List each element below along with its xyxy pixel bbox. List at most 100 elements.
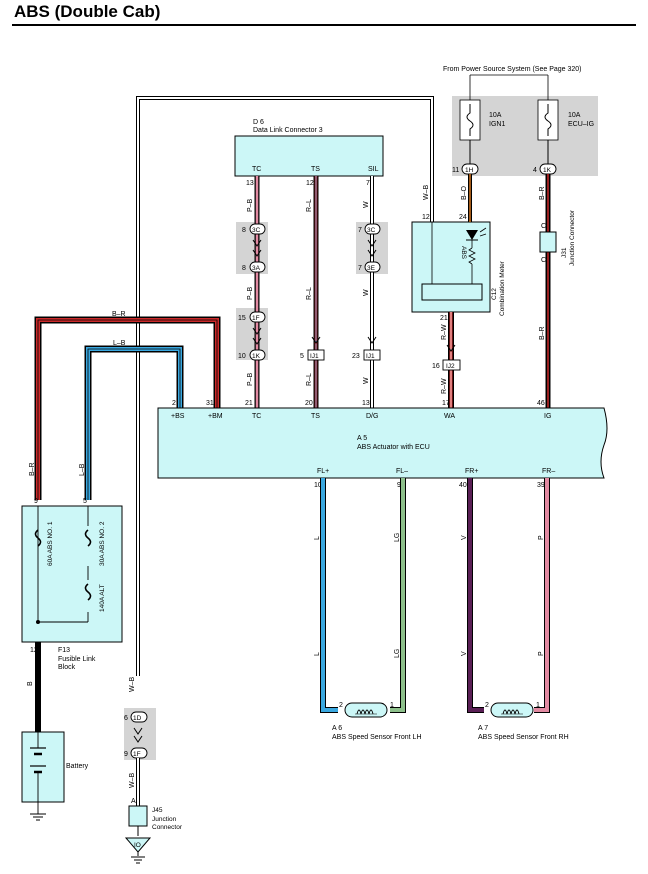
wire-wa-label-low: R–W	[441, 378, 448, 394]
connector-sil-ij1: IJ1 23	[352, 349, 381, 361]
abs-lamp-icon	[466, 227, 487, 284]
actuator-pin-frm-num: 39	[537, 482, 545, 489]
wire-fr-minus	[534, 478, 550, 713]
actuator-pin-flp-num: 10	[314, 482, 322, 489]
wire-wa-label-mid: R–W	[441, 324, 448, 340]
dlc-pin-sil-num: 7	[366, 180, 370, 187]
j45-id: J45	[152, 807, 163, 814]
page-title: ABS (Double Cab)	[14, 2, 161, 21]
wire-bs	[84, 345, 184, 500]
actuator-pin-wa-label: WA	[444, 413, 455, 420]
fuse-60a-icon	[34, 529, 42, 547]
wire-sil-label-top: W	[363, 201, 370, 208]
wire-tc-label-low: P–B	[247, 372, 254, 386]
fuse-ecuig-rating: 10A	[568, 112, 581, 119]
fusible-pin-right: 5	[83, 498, 87, 505]
wire-sil-label-mid: W	[363, 289, 370, 296]
wire-ig-label-top: B–R	[539, 186, 546, 200]
connector-sil-ij1-label: IJ1	[366, 353, 375, 360]
actuator-pin-tc-label: TC	[252, 413, 261, 420]
j31-c-lower: C	[541, 257, 546, 264]
connector-tc-3c: 3C 8	[242, 223, 266, 235]
actuator-pin-bs-num: 2	[172, 400, 176, 407]
fuse-140a-icon	[84, 583, 92, 601]
actuator-box	[157, 407, 608, 479]
connector-1k-ig-pin: 4	[533, 167, 537, 174]
fuse-60a-label: 60A ABS NO. 1	[47, 521, 54, 566]
actuator-pin-frp-num: 40	[459, 482, 467, 489]
actuator-pin-ig-label: IG	[544, 413, 551, 420]
connector-ts-ij1-pin: 5	[300, 353, 304, 360]
dlc-pin-sil-label: SIL	[368, 166, 379, 173]
sil-arrow	[367, 336, 377, 344]
connector-gnd-1d-label: 1D	[133, 715, 142, 722]
actuator-pin-bm-num: 31	[206, 400, 214, 407]
fusible-name: Fusible Link	[58, 656, 96, 663]
j45-pin: A	[131, 798, 136, 805]
meter-name: Combination Meter	[499, 260, 506, 316]
connector-wa-ij2-pin: 16	[432, 363, 440, 370]
wire-fusible-left-label: B–R	[29, 462, 36, 476]
connector-tc-1k-pin: 10	[238, 353, 246, 360]
j31-name: Junction Connector	[569, 209, 576, 266]
dlc-pin-tc-label: TC	[252, 166, 261, 173]
connector-sil-3c: 3C 7	[358, 223, 381, 235]
battery-icon	[30, 732, 46, 814]
ground-io-icon	[124, 837, 152, 864]
sensor-rh-id: A 7	[478, 725, 488, 732]
actuator-name: ABS Actuator with ECU	[357, 444, 430, 451]
fuse-ecuig-name: ECU–IG	[568, 121, 594, 128]
actuator-pin-bs-label: +BS	[171, 413, 185, 420]
connector-1h: 1H 11	[452, 163, 479, 175]
dlc-pin-ts-label: TS	[311, 166, 320, 173]
connector-tc-1f: 1F 15	[238, 311, 266, 323]
dlc-name: Data Link Connector 3	[253, 127, 323, 134]
connector-tc-3a-label: 3A	[252, 265, 261, 272]
connector-sil-3c-pin: 7	[358, 227, 362, 234]
j45-name-cont: Connector	[152, 824, 183, 831]
connector-gnd-1d-pin: 6	[124, 715, 128, 722]
j45-name: Junction	[152, 816, 177, 823]
ground-id: IO	[134, 842, 141, 849]
connector-gnd-chevrons	[133, 727, 143, 743]
connector-1h-pin: 11	[452, 167, 459, 174]
actuator-pin-wa-num: 17	[442, 400, 450, 407]
connector-1h-label: 1H	[465, 167, 474, 174]
connector-sil-3c-label: 3C	[367, 227, 376, 234]
fusible-pin-bottom: 12	[30, 647, 38, 654]
wire-fl-minus	[390, 478, 406, 713]
battery-ground-icon	[30, 813, 46, 821]
connector-tc-3a-pin: 8	[242, 265, 246, 272]
sensor-rh-pin1: 1	[536, 702, 540, 709]
fuse-ecu-ig: 10A ECU–IG	[537, 99, 594, 141]
wire-ts-label-top: R–L	[306, 199, 313, 212]
battery-label: Battery	[66, 763, 89, 770]
actuator-pin-flm-label: FL–	[396, 468, 408, 475]
wire-wb-top-label: W–B	[423, 185, 430, 201]
sensor-lh-name: ABS Speed Sensor Front LH	[332, 734, 422, 741]
wire-frp-label-top: V	[461, 535, 468, 540]
fusible-internal	[37, 506, 89, 623]
wire-wb-loop	[136, 96, 434, 676]
meter-abs-pin: 24	[459, 214, 467, 221]
wire-ground-upper-label: W–B	[129, 677, 136, 693]
connector-ts-ij1: IJ1 5	[300, 349, 325, 361]
sensor-rh-pin2: 2	[485, 702, 489, 709]
wire-bo-label: B–O	[461, 185, 468, 200]
wire-frm-label-low: P	[538, 651, 545, 656]
actuator-pin-frm-label: FR–	[542, 468, 555, 475]
meter-id: C12	[491, 288, 498, 300]
dlc-box	[234, 135, 384, 177]
connector-tc-chevrons-2	[252, 327, 262, 345]
wire-bm	[34, 316, 221, 500]
actuator-pin-flp-label: FL+	[317, 468, 329, 475]
wire-wb-pin: 12	[422, 214, 430, 221]
sensor-lh-pin2: 2	[339, 702, 343, 709]
fuse-30a-icon	[84, 529, 92, 547]
connector-sil-chevrons	[367, 239, 377, 257]
connector-tc-chevrons-1	[252, 239, 262, 257]
connector-sil-ij1-pin: 23	[352, 353, 360, 360]
actuator-pin-dg-num: 13	[362, 400, 370, 407]
fusible-name-cont: Block	[58, 664, 76, 671]
fuse-ign1-name: IGN1	[489, 121, 505, 128]
